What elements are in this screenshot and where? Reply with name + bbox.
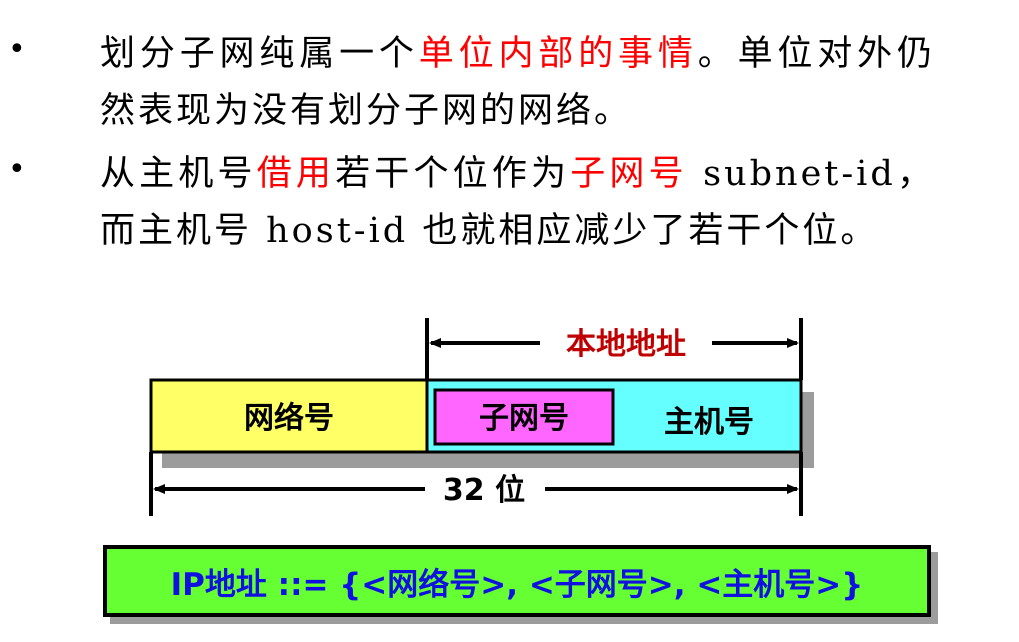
- bullet-text-highlight: 借用: [256, 154, 336, 194]
- bullet-text-part: 从主机号: [100, 154, 257, 194]
- address-bar-shadow: [162, 392, 814, 468]
- bullet-text-highlight: 子网号: [570, 154, 688, 194]
- bullet-text-part: 。单位对外仍然表现为没有划分子网的网络。: [100, 34, 935, 131]
- bullet-text: 从主机号借用若干个位作为子网号 subnet-id，而主机号 host-id 也…: [100, 146, 935, 260]
- bullet-text-part: 若干个位作为: [335, 154, 571, 194]
- network-label: 网络号: [244, 401, 334, 436]
- subnet-label: 子网号: [479, 401, 569, 436]
- local-address-field: [425, 378, 803, 454]
- local-address-label: 本地地址: [566, 327, 686, 362]
- bullet-text: 划分子网纯属一个单位内部的事情。单位对外仍然表现为没有划分子网的网络。: [100, 26, 935, 140]
- subnet-field: [433, 388, 615, 446]
- bullet-text-part: subnet-id，而主机号 host-id 也就相应减少了若干个位。: [100, 154, 935, 251]
- host-label: 主机号: [664, 405, 754, 440]
- ip-address-formula: IP地址 ::= {<网络号>, <子网号>, <主机号>}: [170, 566, 864, 603]
- network-field: [149, 378, 429, 454]
- bullet-marker: •: [8, 152, 26, 187]
- ip-address-formula-box: IP地址 ::= {<网络号>, <子网号>, <主机号>}: [103, 545, 931, 617]
- width-label: 32 位: [443, 473, 525, 508]
- bullet-text-part: 划分子网纯属一个: [100, 34, 419, 74]
- bullet-text-highlight: 单位内部的事情: [418, 34, 698, 74]
- bullet-marker: •: [8, 32, 26, 67]
